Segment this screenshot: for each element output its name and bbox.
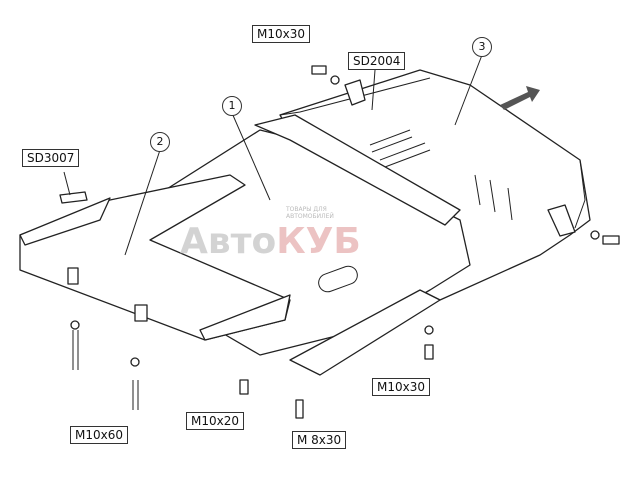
part-number-2: 2 (150, 132, 170, 152)
callout-bolt-m8: M 8x30 (292, 431, 347, 449)
watermark: АвтоКУБ (180, 221, 361, 262)
callout-sd2004: SD2004 (348, 52, 406, 70)
fwd-arrow-icon (500, 86, 540, 110)
callout-bolt-right: M10x30 (372, 378, 430, 396)
bolts (70, 65, 620, 419)
callout-sd3007: SD3007 (22, 149, 80, 167)
part-number-1: 1 (222, 96, 242, 116)
part-number-3: 3 (472, 37, 492, 57)
callout-bolt-top: M10x30 (252, 25, 310, 43)
callout-bolt-mid: M10x20 (186, 412, 244, 430)
plate-part-2 (19, 174, 291, 341)
leader-lines (63, 54, 483, 256)
watermark-tagline: ТОВАРЫ ДЛЯ АВТОМОБИЛЕЙ (286, 206, 334, 220)
callout-bolt-left: M10x60 (70, 426, 128, 444)
